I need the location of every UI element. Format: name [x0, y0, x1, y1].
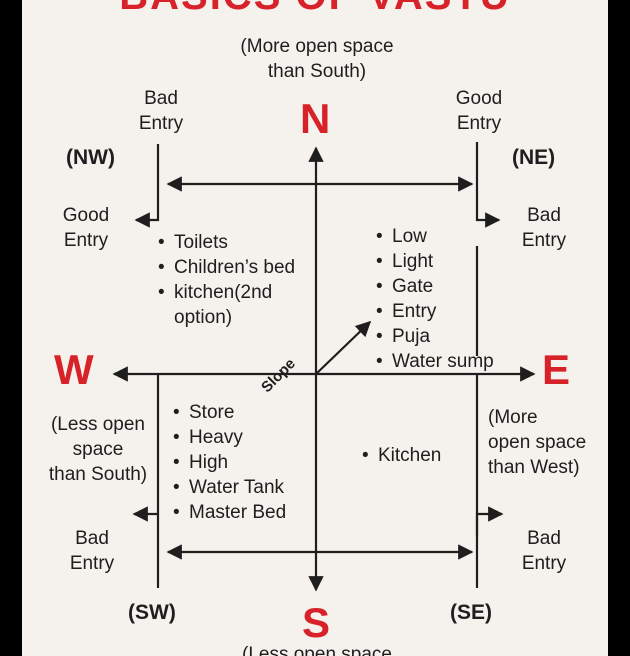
sw-corner-label: (SW) — [128, 601, 176, 624]
entry-line: Entry — [521, 553, 567, 574]
southwest-quadrant-list: Store Heavy High Water Tank Master Bed — [173, 400, 313, 525]
entry-line: Entry — [69, 553, 115, 574]
se-corner-label: (SE) — [450, 601, 492, 624]
west-note-line: than South) — [48, 464, 148, 485]
nw-top-entry-label: Bad Entry — [126, 86, 196, 136]
list-item: Water sump — [376, 349, 526, 374]
list-item: Gate — [376, 274, 526, 299]
east-label: E — [542, 346, 571, 393]
se-side-entry-label: Bad Entry — [510, 526, 578, 576]
list-item: Puja — [376, 324, 526, 349]
ne-top-entry-label: Good Entry — [444, 86, 514, 136]
nw-side-entry-label: Good Entry — [52, 203, 120, 253]
entry-line: Good — [455, 88, 503, 109]
west-open-space-note: (Less open space than South) — [38, 412, 158, 487]
ne-side-entry-label: Bad Entry — [510, 203, 578, 253]
list-item: Toilets — [158, 230, 310, 255]
list-item: Heavy — [173, 425, 313, 450]
northwest-quadrant-list: Toilets Children’s bed kitchen(2nd optio… — [158, 230, 310, 330]
list-item: High — [173, 450, 313, 475]
east-note-line: than West) — [488, 457, 580, 478]
west-note-line: space — [72, 439, 124, 460]
list-item: Low — [376, 224, 526, 249]
entry-line: Entry — [521, 230, 567, 251]
north-label: N — [300, 95, 331, 142]
list-item: kitchen(2nd option) — [158, 280, 310, 330]
east-open-space-note: (More open space than West) — [488, 405, 606, 480]
list-item: Water Tank — [173, 475, 313, 500]
nw-entry-arrow — [134, 144, 160, 228]
entry-line: Entry — [138, 113, 184, 134]
entry-line: Bad — [527, 528, 561, 549]
ne-entry-arrow — [475, 142, 501, 228]
sw-side-entry-label: Bad Entry — [58, 526, 126, 576]
vastu-diagram-card: BASICS OF VASTU (More open space than So… — [22, 0, 608, 656]
entry-line: Bad — [144, 88, 178, 109]
northeast-quadrant-list: Low Light Gate Entry Puja Water sump — [376, 224, 526, 374]
nw-corner-label: (NW) — [66, 146, 115, 169]
entry-line: Bad — [527, 205, 561, 226]
southeast-quadrant-list: Kitchen — [362, 443, 462, 468]
south-label: S — [302, 599, 331, 646]
se-entry-arrow — [475, 506, 504, 536]
ne-corner-label: (NE) — [512, 146, 556, 169]
slope-arrow — [315, 320, 372, 375]
entry-line: Good — [62, 205, 110, 226]
south-open-space-note: (Less open space — [242, 644, 392, 656]
entry-line: Entry — [456, 113, 502, 134]
diagram-title: BASICS OF VASTU — [22, 0, 608, 19]
list-item: Children’s bed — [158, 255, 310, 280]
list-item: Master Bed — [173, 500, 313, 525]
north-note-line: (More open space — [240, 36, 394, 57]
north-open-space-note: (More open space than South) — [192, 34, 442, 84]
entry-line: Bad — [75, 528, 109, 549]
east-note-line: open space — [488, 432, 587, 453]
north-note-line: than South) — [267, 61, 367, 82]
list-item: Store — [173, 400, 313, 425]
list-item: Light — [376, 249, 526, 274]
list-item: Entry — [376, 299, 526, 324]
list-item: Kitchen — [362, 443, 462, 468]
entry-line: Entry — [63, 230, 109, 251]
west-note-line: (Less open — [50, 414, 145, 435]
west-label: W — [54, 346, 94, 393]
east-note-line: (More — [488, 407, 538, 428]
diagram-lines — [112, 142, 536, 592]
